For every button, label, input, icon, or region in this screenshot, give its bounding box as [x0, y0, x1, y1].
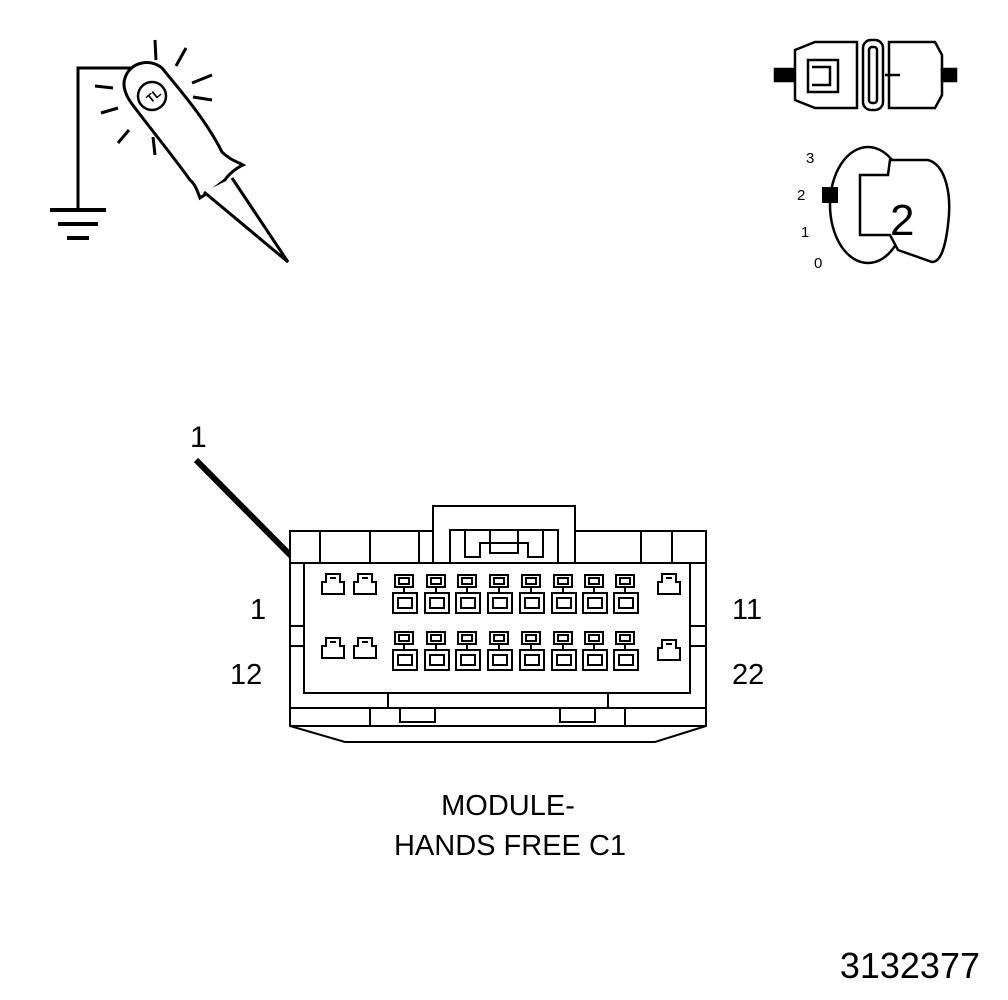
connector-caption-line1: MODULE- — [441, 790, 575, 822]
pin-cavity-12 — [321, 637, 345, 659]
connector-caption-line2: HANDS FREE C1 — [394, 830, 626, 862]
pin-label-1: 1 — [250, 594, 266, 626]
ground-probe-test-light-icon — [50, 39, 290, 264]
pin-cavity-13 — [353, 637, 377, 659]
pin-cavity-11 — [657, 573, 681, 595]
pin-cavity-1 — [321, 573, 345, 595]
pin-label-22: 22 — [732, 659, 764, 691]
key-position-3: 3 — [806, 150, 814, 167]
pin-cavity-20 — [582, 631, 608, 671]
pin-cavity-14 — [392, 631, 418, 671]
pin-cavity-3 — [392, 574, 418, 614]
pin-cavity-7 — [519, 574, 545, 614]
pin-cavity-18 — [519, 631, 545, 671]
pin-cavity-16 — [455, 631, 481, 671]
pin-cavity-9 — [582, 574, 608, 614]
pin-label-12: 12 — [230, 659, 262, 691]
pin-cavity-4 — [424, 574, 450, 614]
ignition-key-position-icon — [822, 145, 951, 265]
connector-face-view — [289, 505, 707, 743]
callout-number: 1 — [190, 421, 207, 454]
pin-cavity-10 — [613, 574, 639, 614]
pin-cavity-5 — [455, 574, 481, 614]
connector-pins — [321, 573, 681, 671]
key-number: 2 — [890, 196, 914, 245]
key-position-1: 1 — [801, 224, 809, 241]
pin-cavity-17 — [487, 631, 513, 671]
figure-id: 3132377 — [840, 945, 980, 986]
pin-cavity-8 — [551, 574, 577, 614]
pin-cavity-19 — [551, 631, 577, 671]
pin-cavity-6 — [487, 574, 513, 614]
pin-cavity-2 — [353, 573, 377, 595]
pin-label-11: 11 — [732, 594, 762, 626]
key-position-0: 0 — [814, 255, 822, 272]
key-position-2: 2 — [797, 187, 805, 204]
disconnected-connector-icon — [773, 38, 958, 112]
pin-cavity-15 — [424, 631, 450, 671]
pin-cavity-22 — [657, 639, 681, 661]
pin-cavity-21 — [613, 631, 639, 671]
